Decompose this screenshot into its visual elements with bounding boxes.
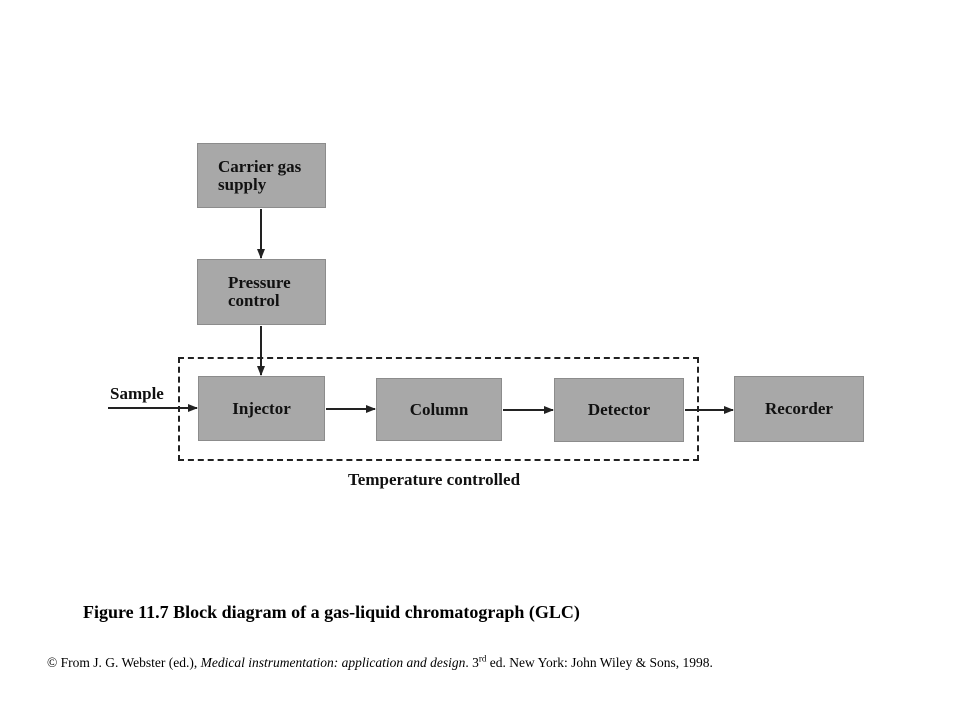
column-label: Column bbox=[409, 399, 469, 419]
injector-label: Injector bbox=[232, 398, 291, 418]
pressure-control-label: Pressure control bbox=[228, 273, 291, 310]
credit-rest: ed. New York: John Wiley & Sons, 1998. bbox=[486, 655, 713, 670]
credit-book-title: Medical instrumentation: application and… bbox=[200, 655, 466, 670]
recorder-label: Recorder bbox=[765, 399, 833, 418]
detector-block: Detector bbox=[554, 378, 684, 442]
pressure-control-block: Pressure control bbox=[197, 259, 326, 325]
sample-input-label: Sample bbox=[110, 384, 164, 403]
citation-credit: © From J. G. Webster (ed.), Medical inst… bbox=[47, 653, 713, 671]
credit-prefix: © From J. G. Webster (ed.), bbox=[47, 655, 201, 670]
temperature-controlled-label: Temperature controlled bbox=[348, 470, 521, 489]
detector-label: Detector bbox=[587, 400, 651, 419]
credit-edition-suffix: rd bbox=[478, 653, 487, 664]
carrier-gas-supply-label: Carrier gas supply bbox=[218, 156, 302, 194]
credit-edition-number: . 3 bbox=[465, 655, 479, 670]
column-block: Column bbox=[376, 378, 502, 441]
injector-block: Injector bbox=[198, 376, 325, 441]
figure-caption: Figure 11.7 Block diagram of a gas-liqui… bbox=[83, 602, 580, 622]
recorder-block: Recorder bbox=[734, 376, 864, 442]
carrier-gas-supply-block: Carrier gas supply bbox=[197, 143, 326, 208]
